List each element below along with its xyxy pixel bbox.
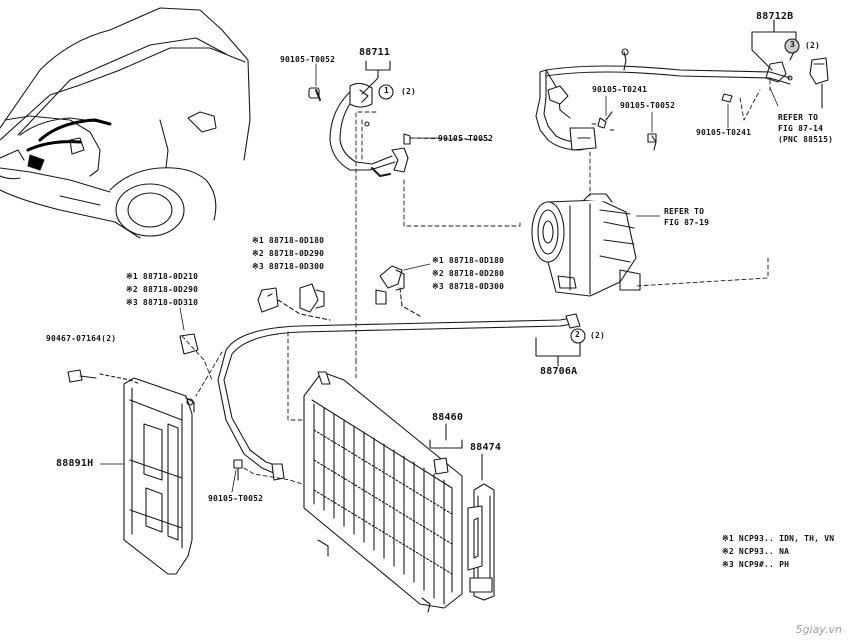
clamp-group-b-line2: ※2 88718-0D280	[432, 269, 505, 278]
label-bolt-90105-t0052-right: 90105-T0052	[620, 101, 676, 110]
receiver-drier-88474	[467, 453, 495, 601]
compressor	[531, 193, 641, 297]
qty-label-tube: (2)	[590, 331, 606, 340]
clamp-group-a-line3: ※3 88718-0D300	[252, 262, 325, 271]
label-88712b: 88712B	[756, 11, 794, 22]
label-88711: 88711	[359, 47, 391, 58]
clamp-group-c-line2: ※2 88718-0D290	[126, 285, 199, 294]
label-bolt-90105-t0052-bottom: 90105-T0052	[208, 494, 264, 503]
refer-fig-87-14-line3: (PNC 88515)	[778, 135, 834, 144]
qty-label-top-right: (2)	[805, 41, 821, 50]
refer-fig-87-14-line1: REFER TO	[778, 113, 819, 122]
bolts	[597, 93, 733, 151]
watermark: 5giay.vn	[795, 623, 842, 636]
label-bolt-90105-t0052-top: 90105-T0052	[280, 55, 336, 64]
label-88474: 88474	[470, 442, 502, 453]
clamp-group-a-line1: ※1 88718-0D180	[252, 236, 325, 245]
footnote-1: ※1 NCP93.. IDN, TH, VN	[722, 534, 835, 543]
refer-fig-87-19-line2: FIG 87-19	[664, 218, 710, 227]
clamp-group-a-line2: ※2 88718-0D290	[252, 249, 325, 258]
label-bolt-90105-t0052-mid: 90105-T0052	[438, 134, 494, 143]
vehicle-illustration	[0, 7, 251, 239]
label-bolt-90105-t0241-right: 90105-T0241	[696, 128, 752, 137]
bracket-88891h	[67, 369, 195, 575]
clamp-group-b-line1: ※1 88718-0D180	[432, 256, 505, 265]
qty-label-top-left: (2)	[401, 87, 417, 96]
dashed-reference-lines	[181, 79, 771, 485]
hose-88711	[308, 60, 411, 177]
hose-88712b	[535, 19, 829, 151]
clamp-group-c-line1: ※1 88718-0D210	[126, 272, 199, 281]
callout-3-top-right: 3	[789, 40, 796, 49]
clamp-group-b-line3: ※3 88718-0D300	[432, 282, 505, 291]
label-90467-07164: 90467-07164(2)	[46, 334, 117, 343]
footnote-2: ※2 NCP93.. NA	[722, 547, 790, 556]
refer-fig-87-14-line2: FIG 87-14	[778, 124, 824, 133]
callout-2-tube: 2	[574, 330, 581, 339]
label-88706a: 88706A	[540, 366, 578, 377]
circled-callouts	[378, 38, 800, 344]
label-bolt-90105-t0241-top: 90105-T0241	[592, 85, 648, 94]
condenser-88460	[303, 371, 463, 613]
tube-clamps	[179, 265, 421, 355]
footnote-3: ※3 NCP9#.. PH	[722, 560, 790, 569]
callout-1-top: 1	[383, 86, 390, 95]
label-88460: 88460	[432, 412, 464, 423]
leader-lines	[99, 63, 779, 493]
refer-fig-87-19-line1: REFER TO	[664, 207, 705, 216]
bolt-lower	[233, 459, 243, 481]
clamp-group-c-line3: ※3 88718-0D310	[126, 298, 199, 307]
tube-88706a	[217, 313, 581, 481]
label-88891h: 88891H	[56, 458, 94, 469]
